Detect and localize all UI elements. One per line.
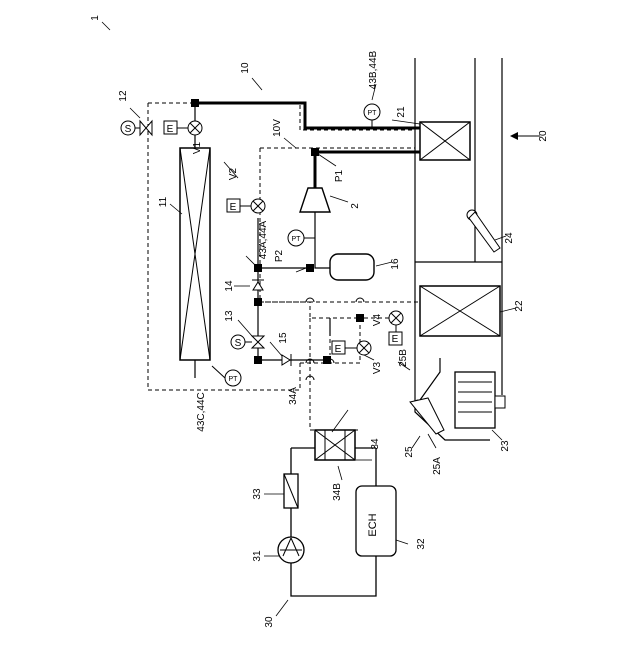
label-v3: V3	[372, 361, 383, 374]
label-25b: 25B	[398, 349, 409, 367]
accumulator-16	[330, 254, 374, 280]
boundary-10v	[258, 148, 420, 430]
label-33: 33	[252, 488, 263, 500]
electric-symbol-v4: E	[392, 334, 399, 345]
pt-symbol-a: PT	[292, 236, 302, 243]
label-15: 15	[278, 332, 289, 344]
electric-symbol-v3: E	[335, 344, 342, 355]
label-25a: 25A	[432, 457, 443, 475]
label-14: 14	[224, 280, 235, 292]
label-23: 23	[500, 440, 511, 452]
label-24: 24	[504, 232, 515, 244]
label-10v: 10V	[272, 119, 283, 137]
label-16: 16	[390, 258, 401, 270]
label-34a: 34A	[288, 387, 299, 405]
label-12: 12	[118, 90, 129, 102]
label-22: 22	[514, 300, 525, 312]
label-25: 25	[404, 446, 415, 458]
heat-exchanger-11	[180, 148, 210, 360]
label-11: 11	[158, 196, 169, 207]
crossover-arcs	[306, 298, 364, 380]
label-43a: 43A,44A	[258, 220, 269, 259]
damper-24	[467, 210, 500, 252]
heat-exchanger-34	[315, 430, 355, 460]
label-v2: V2	[228, 167, 239, 180]
label-v1: V1	[192, 141, 203, 154]
compressor-2	[300, 188, 330, 212]
label-20: 20	[538, 130, 549, 142]
filter-33	[284, 474, 298, 508]
label-30: 30	[264, 616, 275, 628]
label-32: 32	[416, 538, 427, 550]
damper-25	[410, 398, 444, 434]
label-13: 13	[224, 310, 235, 322]
pt-symbol-b: PT	[368, 110, 378, 117]
label-p1: P1	[334, 169, 345, 182]
duct-arrow	[510, 132, 518, 140]
check-valve-15	[282, 354, 291, 366]
blower-23	[455, 372, 505, 428]
label-2: 2	[350, 203, 361, 209]
label-34: 34	[370, 438, 381, 450]
label-31: 31	[252, 550, 263, 562]
label-v4: V4	[372, 313, 383, 326]
label-10: 10	[240, 62, 251, 74]
label-34b: 34B	[332, 483, 343, 501]
label-21: 21	[396, 106, 407, 118]
label-fig: 1	[90, 15, 101, 21]
junction-nodes	[191, 99, 364, 364]
electric-symbol-v1: E	[167, 124, 174, 135]
label-p2: P2	[274, 249, 285, 262]
pump-31	[278, 537, 304, 563]
check-valve-14	[252, 280, 264, 290]
label-43c: 43C,44C	[196, 392, 207, 431]
electric-symbol-v2: E	[230, 202, 237, 213]
solenoid-symbol-13: S	[235, 338, 242, 349]
ech-label: ECH	[367, 513, 379, 536]
pt-symbol-c: PT	[229, 376, 239, 383]
label-43b: 43B,44B	[368, 50, 379, 89]
heat-exchanger-22	[420, 286, 500, 336]
solenoid-symbol-12: S	[125, 124, 132, 135]
heat-exchanger-21	[420, 122, 470, 160]
